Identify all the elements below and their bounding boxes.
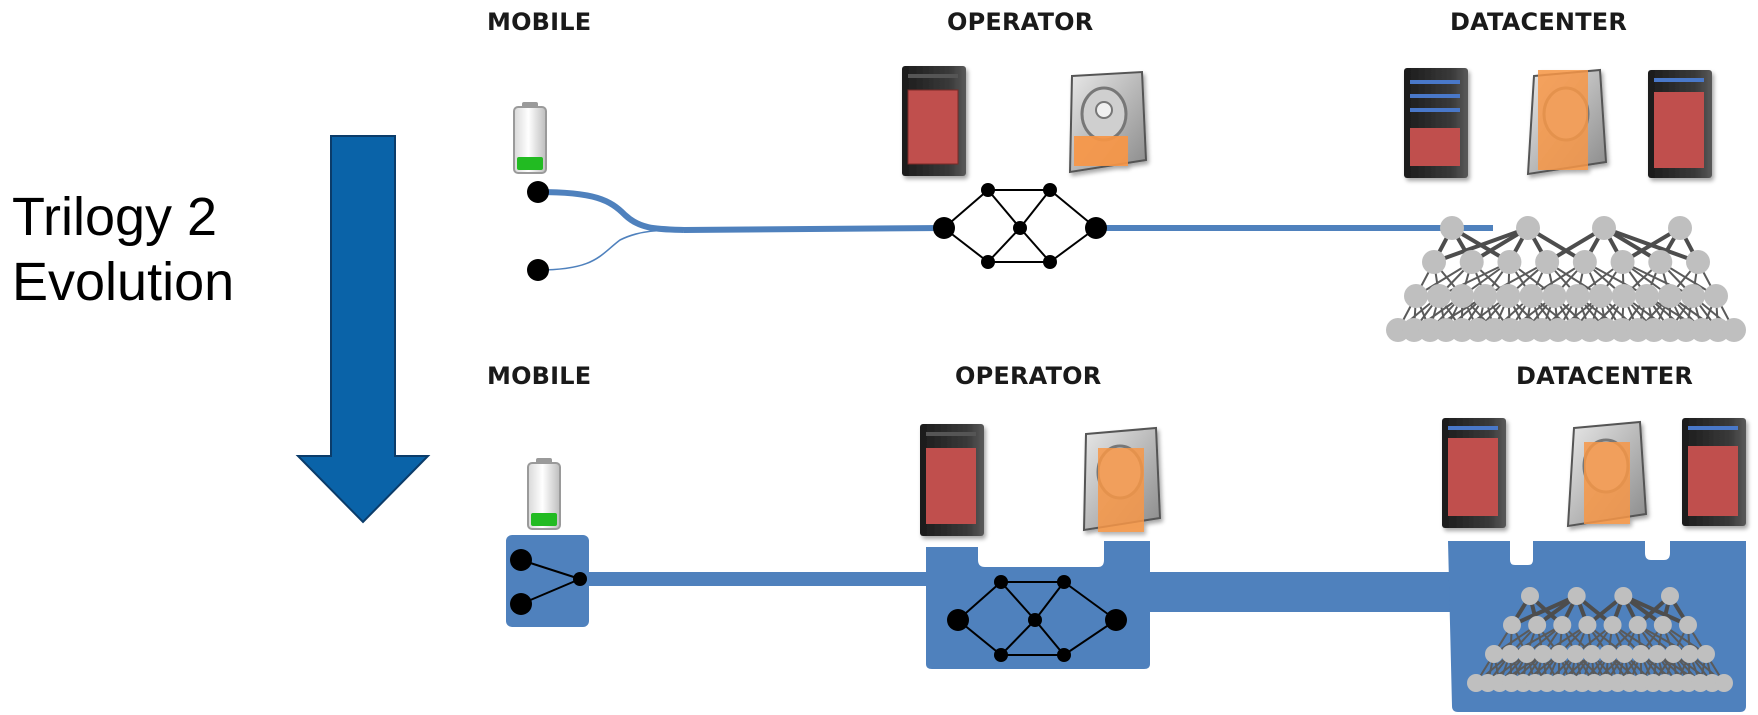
tree-node [1501,645,1520,663]
down-arrow-icon [295,135,431,524]
top-mobile-label: MOBILE [487,8,592,36]
tree-node [1517,645,1536,663]
tree-node [1588,284,1613,308]
tree-node [1722,318,1746,342]
tree-node [1550,645,1569,663]
tree-node [1565,284,1590,308]
tree-node [1661,587,1679,605]
top-datacenter-label: DATACENTER [1450,8,1628,36]
tree-node [1459,250,1484,274]
tree-node [1450,284,1475,308]
tree-node [1422,250,1446,274]
tree-node [1657,284,1682,308]
caption-line-1: Trilogy 2 [12,187,218,247]
tree-node [1631,645,1650,663]
tree-node [1680,645,1699,663]
server-icon [1404,68,1468,178]
tree-node [1427,284,1452,308]
tree-node [1653,616,1672,634]
battery-icon [527,458,561,530]
tree-node [1516,216,1540,240]
tree-node [1611,284,1636,308]
tree-node [1715,674,1733,692]
server-icon [920,424,984,536]
tree-node [1473,284,1498,308]
tree-node [1592,216,1616,240]
tree-node [1664,645,1683,663]
tree-node [1542,284,1567,308]
tree-link [1637,624,1691,655]
tree-network-icon [1467,587,1733,692]
tree-node [1567,587,1586,605]
tree-node [1648,645,1667,663]
hard-disk-icon [1566,420,1648,528]
tree-node [1697,645,1715,663]
tree-node [1519,284,1544,308]
tree-node [1614,587,1633,605]
tree-network-icon [1386,216,1746,342]
top-operator-label: OPERATOR [947,8,1094,36]
tree-node [1615,645,1634,663]
bottom-datacenter-label: DATACENTER [1516,362,1694,390]
tree-link [1622,261,1694,297]
server-icon [1442,418,1506,528]
caption-line-2: Evolution [12,252,235,312]
hard-disk-icon [1068,70,1148,174]
tree-node [1610,250,1635,274]
server-icon [902,66,966,176]
tree-node [1628,616,1647,634]
tree-node [1679,616,1697,634]
bottom-operator-label: OPERATOR [955,362,1102,390]
tree-node [1496,284,1521,308]
tree-node [1503,616,1521,634]
mobile-operator-link [683,225,945,233]
tree-node [1485,645,1503,663]
tree-node [1603,616,1622,634]
tree-node [1634,284,1659,308]
tree-node [1578,616,1597,634]
tree-node [1404,284,1428,308]
network-graph-icon [933,183,1107,269]
tree-node [1440,216,1464,240]
tree-link [1511,594,1578,627]
tree-node [1497,250,1522,274]
tree-node [1553,616,1572,634]
tree-node [1704,284,1728,308]
tree-node [1582,645,1601,663]
hard-disk-icon [1082,426,1162,532]
tree-node [1686,250,1710,274]
converged-infrastructure-shape [506,535,1746,712]
tree-link [1433,226,1529,264]
tree-node [1680,284,1705,308]
battery-icon [513,102,547,174]
network-graph-icon [947,575,1127,662]
tree-node [1528,616,1547,634]
tree-link [1509,624,1563,655]
bottom-mobile-label: MOBILE [487,362,592,390]
tree-node [1648,250,1673,274]
hard-disk-icon [1526,68,1608,176]
tree-link [1438,261,1510,297]
mobile-wireless-links [527,181,685,281]
server-icon [1648,70,1712,178]
tree-node [1599,645,1618,663]
tree-node [1521,587,1539,605]
tree-node [1566,645,1585,663]
mobile-network-graph [510,549,587,615]
tree-node [1535,250,1560,274]
tree-node [1572,250,1597,274]
tree-node [1533,645,1552,663]
tree-node [1668,216,1692,240]
server-icon [1682,418,1746,526]
